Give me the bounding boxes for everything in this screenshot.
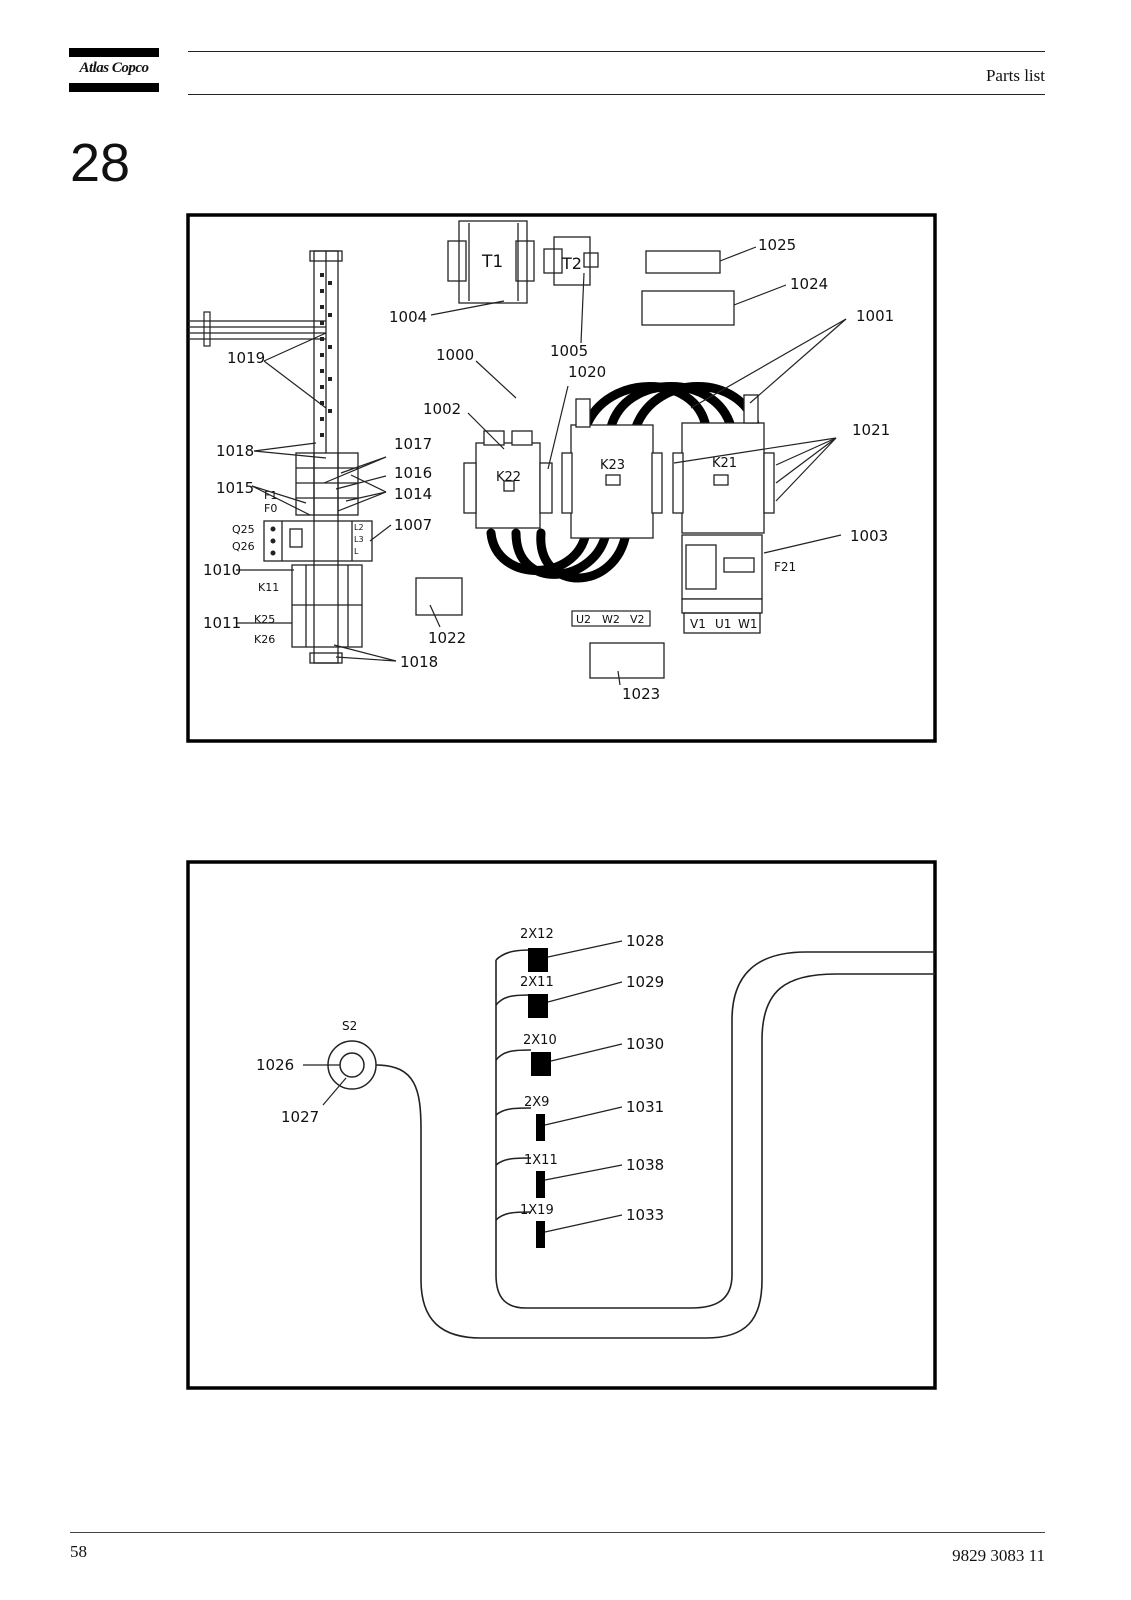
t1-label: T1 <box>481 252 503 272</box>
callout-1025: 1025 <box>758 236 796 254</box>
chapter-number: 28 <box>70 133 131 193</box>
term-w2: W2 <box>602 613 620 626</box>
t2-label: T2 <box>561 254 582 273</box>
connector-1x11-label: 1X11 <box>524 1153 558 1168</box>
callout-1018-top: 1018 <box>216 442 254 460</box>
q26-label: Q26 <box>232 540 255 553</box>
callout-1024: 1024 <box>790 275 828 293</box>
page-number: 58 <box>70 1542 87 1561</box>
logo-bar-bottom <box>69 83 159 92</box>
callout-1015: 1015 <box>216 479 254 497</box>
connector-1x19-label: 1X19 <box>520 1203 554 1218</box>
callout-1004: 1004 <box>389 308 427 326</box>
connector-2x11-label: 2X11 <box>520 975 554 990</box>
callout-1002: 1002 <box>423 400 461 418</box>
connector-2x9-label: 2X9 <box>524 1095 549 1110</box>
callout-1016: 1016 <box>394 464 432 482</box>
callout-1027: 1027 <box>281 1108 319 1126</box>
contactor-k22 <box>463 430 553 529</box>
callout-1023: 1023 <box>622 685 660 703</box>
callout-1018-bottom: 1018 <box>400 653 438 671</box>
term-u2: U2 <box>576 613 591 626</box>
section-title: Parts list <box>985 66 1045 85</box>
contactor-k23 <box>561 398 663 539</box>
q25-label: Q25 <box>232 523 255 536</box>
header-rule-bottom <box>188 94 1045 95</box>
callout-1028: 1028 <box>626 932 664 950</box>
k26-label: K26 <box>254 633 275 646</box>
atlas-copco-logo: Atlas Copco <box>69 48 159 92</box>
callout-1020: 1020 <box>568 363 606 381</box>
callout-1001: 1001 <box>856 307 894 325</box>
logo-bar-top <box>69 48 159 57</box>
q25-term-l2: L2 <box>354 523 364 532</box>
k21-label: K21 <box>712 456 737 471</box>
k23-label: K23 <box>600 458 625 473</box>
transformer-t2 <box>543 236 599 286</box>
logo-text: Atlas Copco <box>79 60 149 76</box>
connector-2x12-label: 2X12 <box>520 927 554 942</box>
callout-1022: 1022 <box>428 629 466 647</box>
relay-block <box>291 564 363 648</box>
breaker-q25 <box>263 520 373 562</box>
f21-label: F21 <box>774 560 796 574</box>
callout-1026: 1026 <box>256 1056 294 1074</box>
document-number: 9829 3083 11 <box>952 1546 1045 1565</box>
overload-relay-f21 <box>681 534 763 614</box>
callout-1021: 1021 <box>852 421 890 439</box>
callout-1014: 1014 <box>394 485 432 503</box>
header-rule-top <box>188 51 1045 52</box>
k11-label: K11 <box>258 581 279 594</box>
callout-1031: 1031 <box>626 1098 664 1116</box>
f21-term-u1: U1 <box>715 617 731 631</box>
callout-1005: 1005 <box>550 342 588 360</box>
cabinet-layout-svg: F1 F0 Q25 Q26 L2 L3 L K11 K25 K26 T1 T2 <box>186 213 937 743</box>
callout-1000: 1000 <box>436 346 474 364</box>
callout-1029: 1029 <box>626 973 664 991</box>
callout-1038: 1038 <box>626 1156 664 1174</box>
harness-cable <box>375 949 935 1339</box>
harness-diagram: S2 2X12 2X11 2X10 2X9 1X11 1X19 1028 102… <box>186 860 938 1390</box>
callout-1003: 1003 <box>850 527 888 545</box>
q25-term-l3: L3 <box>354 535 364 544</box>
callout-1011: 1011 <box>203 614 241 632</box>
k25-label: K25 <box>254 613 275 626</box>
footer-rule <box>70 1532 1045 1533</box>
harness-svg: S2 2X12 2X11 2X10 2X9 1X11 1X19 1028 102… <box>186 860 937 1390</box>
cabinet-layout-diagram: F1 F0 Q25 Q26 L2 L3 L K11 K25 K26 T1 T2 <box>186 213 938 743</box>
term-v2: V2 <box>630 613 645 626</box>
callout-1017: 1017 <box>394 435 432 453</box>
callout-1007: 1007 <box>394 516 432 534</box>
callout-1033: 1033 <box>626 1206 664 1224</box>
s2-label: S2 <box>342 1019 357 1033</box>
f21-term-v1: V1 <box>690 617 706 631</box>
q25-term-l: L <box>354 547 359 556</box>
callout-1010: 1010 <box>203 561 241 579</box>
connector-2x10-label: 2X10 <box>523 1033 557 1048</box>
k22-label: K22 <box>496 470 521 485</box>
contactor-k21 <box>672 394 775 534</box>
f0-label: F0 <box>264 502 277 515</box>
callout-1019: 1019 <box>227 349 265 367</box>
callout-1030: 1030 <box>626 1035 664 1053</box>
f21-term-w1: W1 <box>738 617 758 631</box>
